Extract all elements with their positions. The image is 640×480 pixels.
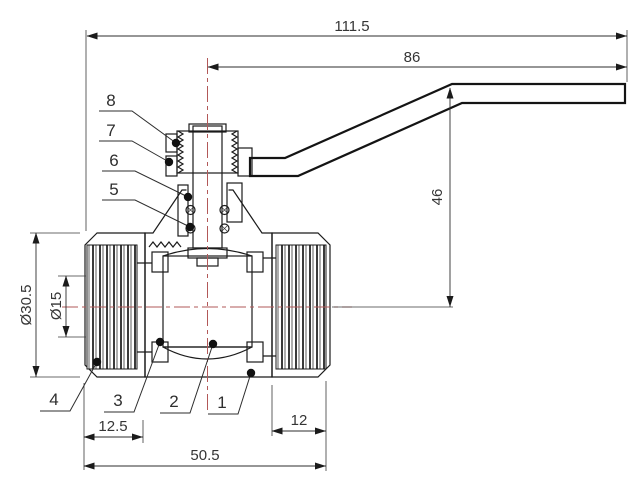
dim-handle-height-label: 46: [429, 189, 446, 206]
dim-overall-length-label: 111.5: [334, 18, 369, 35]
leader-dot: [185, 222, 195, 232]
dim-handle-length: 86: [207, 49, 627, 71]
callout-2-label: 2: [169, 392, 178, 411]
o-ring: [219, 204, 230, 216]
callout-7-label: 7: [106, 121, 115, 140]
dim-body-outer-diameter: Ø30.5: [18, 232, 80, 378]
leader-line: [99, 110, 177, 144]
callout-1-label: 1: [217, 393, 226, 412]
bore-step-lines: [137, 257, 276, 357]
leader-dot: [155, 337, 165, 347]
leader-dot: [92, 357, 102, 367]
callout-4: 4: [40, 357, 102, 412]
callout-8: 8: [99, 91, 181, 148]
dim-bore-diameter-label: Ø15: [48, 292, 65, 320]
ball-bottom-section: [162, 346, 253, 360]
gland-ear-lower: [165, 155, 178, 177]
centerlines: [62, 58, 352, 410]
leader-dot: [183, 192, 193, 202]
dim-left-thread-depth: 12.5: [83, 383, 144, 470]
dim-bore-diameter: Ø15: [48, 275, 86, 338]
callout-3: 3: [104, 337, 165, 413]
leader-dot: [164, 157, 174, 167]
leader-line: [102, 199, 191, 228]
leader-line: [208, 372, 252, 415]
callout-6: 6: [102, 151, 193, 202]
leader-dot: [246, 368, 256, 378]
leader-dot: [208, 339, 218, 349]
dim-body-length-label: 50.5: [190, 447, 219, 464]
leader-dot: [171, 138, 181, 148]
dim-right-thread-depth-label: 12: [291, 412, 308, 429]
o-ring: [219, 223, 230, 234]
packing-nut-thread-left: [176, 130, 185, 174]
valve-body: [84, 189, 331, 378]
leader-line: [160, 343, 214, 414]
seat-top-right: [246, 251, 264, 273]
seat-bottom-right: [246, 341, 264, 363]
body-center-section: [144, 189, 273, 378]
callout-1: 1: [208, 368, 256, 415]
callout-5-label: 5: [109, 180, 118, 199]
leader-line: [102, 170, 189, 198]
o-ring: [185, 204, 196, 216]
gland-plate-left: [177, 184, 189, 237]
neck-thread: [148, 241, 182, 248]
dim-handle-length-label: 86: [404, 49, 421, 66]
leader-line: [99, 140, 170, 163]
callout-4-label: 4: [49, 390, 58, 409]
gland-plate-right: [226, 182, 243, 223]
callout-6-label: 6: [109, 151, 118, 170]
dim-handle-height: 46: [332, 87, 454, 308]
callout-8-label: 8: [106, 91, 115, 110]
dim-body-outer-diameter-label: Ø30.5: [18, 285, 35, 326]
callout-3-label: 3: [113, 391, 122, 410]
leader-line: [104, 341, 161, 413]
callout-5: 5: [102, 180, 195, 232]
dim-right-thread-depth: 12: [271, 381, 327, 471]
handle-lever: [248, 82, 627, 178]
dim-body-length: 50.5: [83, 447, 326, 470]
seat-top-left: [151, 251, 169, 273]
dim-left-thread-depth-label: 12.5: [98, 418, 127, 435]
packing-nut-thread-right: [230, 130, 239, 174]
leader-line: [40, 361, 98, 412]
callout-7: 7: [99, 121, 174, 167]
dim-overall-length: 111.5: [85, 18, 628, 231]
callout-2: 2: [160, 339, 218, 414]
